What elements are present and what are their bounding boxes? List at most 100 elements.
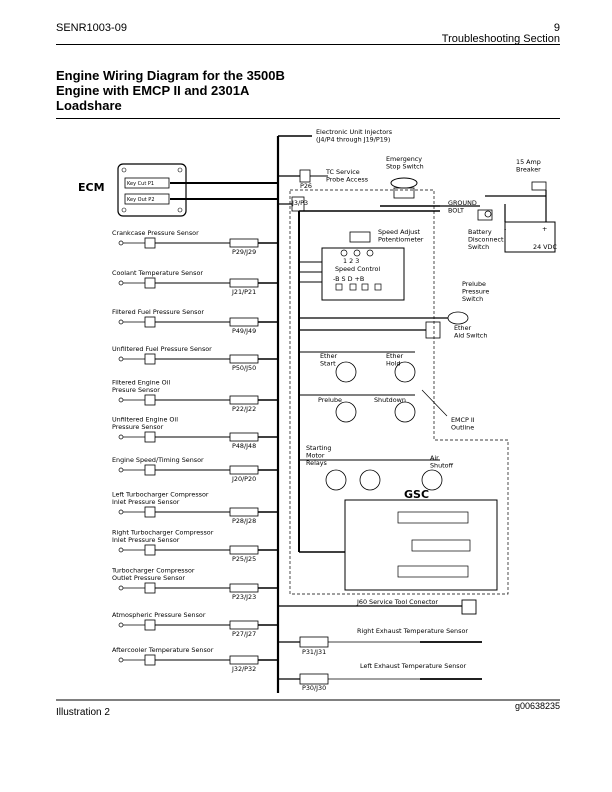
speed-control-box [321, 247, 405, 301]
battery-disconnect-switch [477, 209, 493, 221]
sensor-connector [229, 655, 259, 665]
document-id: SENR1003-09 [56, 22, 127, 34]
j3p3-label: J3/P3 [291, 199, 308, 207]
sensor-connector-label: P23/J23 [232, 593, 256, 601]
ecm-connector-p1 [124, 177, 170, 189]
p30j30-connector [299, 673, 329, 685]
sensor-connector-label: J20/P20 [231, 475, 256, 483]
sensor-connector [229, 432, 259, 442]
sensor-body [144, 654, 156, 666]
gsc-label: GSC [404, 488, 429, 501]
title-rule [56, 118, 560, 119]
page-number: 9 [553, 22, 560, 34]
sensor-connector [229, 278, 259, 288]
sensor-icon [118, 356, 124, 362]
sensor-connector [229, 317, 259, 327]
left-exhaust-label: Left Exhaust Temperature Sensor [360, 662, 467, 670]
sensor-connector-label: P49/J49 [232, 327, 256, 335]
sensor-connector [229, 507, 259, 517]
sensor-body [144, 431, 156, 443]
ether-aid-switch [425, 321, 441, 339]
sensor-body [144, 582, 156, 594]
illustration-caption: Illustration 2 [56, 707, 110, 718]
sensor-label: Crankcase Pressure Sensor [112, 229, 199, 237]
sensor-body [144, 506, 156, 518]
ether-hold-relay [394, 361, 416, 383]
sensor-label: Coolant Temperature Sensor [112, 269, 203, 277]
sensor-connector-label: P22/J22 [232, 405, 256, 413]
sensor-icon [118, 547, 124, 553]
p26-label: P26 [300, 182, 312, 190]
speed-control-label: Speed Control [335, 265, 380, 273]
sensor-body [144, 353, 156, 365]
sensor-body [144, 619, 156, 631]
battery-voltage-label: 24 VDC [533, 243, 557, 251]
p31j31-connector [299, 636, 329, 648]
ecm-label: ECM [78, 181, 105, 194]
sensor-icon [118, 622, 124, 628]
injector-label: Electronic Unit Injectors(J4/P4 through … [316, 128, 393, 144]
sensor-icon [118, 319, 124, 325]
ecm-module [117, 163, 187, 217]
p26-connector [299, 169, 311, 183]
speed-control-terminals-2: -B S D +B [333, 275, 364, 283]
battery [504, 221, 556, 253]
p30j30-label: P30/J30 [302, 684, 326, 692]
service-tool-label: J60 Service Tool Conector [356, 598, 438, 606]
ecm-connector-p1-label: Key Cut P1 [127, 181, 154, 187]
sensor-label: Unfiltered Fuel Pressure Sensor [112, 345, 212, 353]
sensor-connector-label: P50/J50 [232, 364, 256, 372]
starting-motor-relay-1 [325, 469, 347, 491]
sensor-icon [118, 280, 124, 286]
sensor-icon [118, 657, 124, 663]
sensor-connector-label: P27/J27 [232, 630, 256, 638]
sensor-label: Engine Speed/Timing Sensor [112, 456, 204, 464]
header-rule [56, 44, 560, 45]
right-exhaust-label: Right Exhaust Temperature Sensor [357, 627, 468, 635]
ecm-mount-hole [121, 207, 127, 213]
sensor-icon [118, 509, 124, 515]
speed-control-terminals: 1 2 3 [343, 257, 359, 265]
ground-bolt [484, 210, 492, 218]
sensor-connector [229, 583, 259, 593]
ecm-connector-p2-label: Key Out P2 [127, 197, 155, 203]
ecm-mount-hole [121, 167, 127, 173]
sensor-connector [229, 354, 259, 364]
sensor-connector [229, 545, 259, 555]
image-id: g00638235 [514, 701, 560, 711]
sensor-connector-label: J21/P21 [231, 288, 256, 296]
ecm-mount-hole [177, 167, 183, 173]
sensor-label: Filtered Fuel Pressure Sensor [112, 308, 204, 316]
emcp-outline [289, 189, 509, 595]
page-title: Engine Wiring Diagram for the 3500B Engi… [56, 68, 285, 113]
sensor-body [144, 394, 156, 406]
emergency-stop-switch [390, 177, 418, 189]
sensor-icon [118, 397, 124, 403]
sensor-connector-label: P29/J29 [232, 248, 256, 256]
sensor-label: Atmospheric Pressure Sensor [112, 611, 206, 619]
sensor-connector-label: P25/J25 [232, 555, 256, 563]
shutdown-relay-label: Shutdown [374, 396, 406, 404]
ecm-mount-hole [177, 207, 183, 213]
gsc-box [344, 499, 498, 591]
